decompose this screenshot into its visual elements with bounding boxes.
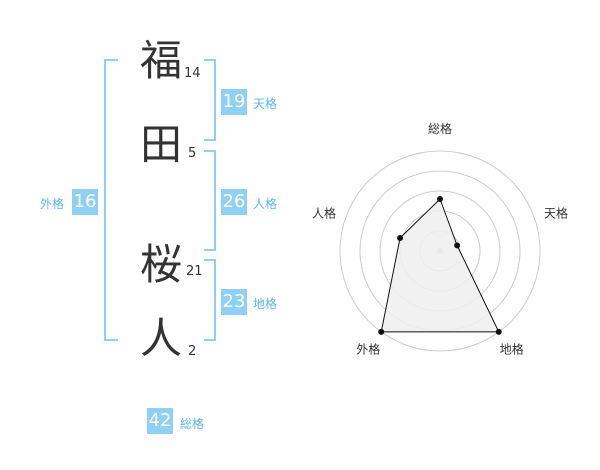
name-char-3: 桜 bbox=[140, 240, 183, 289]
radar-series-polygon bbox=[380, 198, 500, 333]
radar-point-1 bbox=[437, 196, 443, 202]
radar-axis-label-1: 総格 bbox=[428, 121, 452, 136]
stroke-count-4: 2 bbox=[188, 344, 197, 359]
stroke-count-2: 5 bbox=[188, 146, 197, 161]
name-char-2: 田 bbox=[140, 120, 183, 169]
name-char-1: 福 bbox=[140, 36, 183, 85]
stroke-count-3: 21 bbox=[186, 264, 203, 279]
gaikaku-label: 外格 bbox=[40, 197, 65, 211]
jinkaku-label: 人格 bbox=[253, 197, 278, 211]
tenkaku-label: 天格 bbox=[253, 97, 278, 111]
radar-point-5 bbox=[397, 235, 404, 242]
soukaku-label: 総格 bbox=[180, 417, 205, 431]
soukaku-value: 42 bbox=[147, 408, 173, 434]
stroke-count-1: 14 bbox=[184, 66, 201, 81]
radar-point-4 bbox=[378, 328, 385, 335]
name-char-4: 人 bbox=[140, 314, 183, 363]
radar-axis-label-3: 地格 bbox=[500, 342, 524, 357]
radar-ring bbox=[339, 150, 541, 352]
tenkaku-bracket bbox=[204, 59, 216, 141]
chikaku-value: 23 bbox=[221, 289, 247, 315]
radar-axis-label-4: 外格 bbox=[356, 342, 380, 357]
jinkaku-bracket bbox=[204, 150, 216, 251]
radar-point-3 bbox=[495, 328, 502, 335]
radar-point-2 bbox=[454, 242, 461, 249]
chikaku-label: 地格 bbox=[253, 297, 278, 311]
gaikaku-bracket bbox=[104, 59, 118, 341]
jinkaku-value: 26 bbox=[221, 189, 247, 215]
radar-axis-label-2: 天格 bbox=[544, 205, 568, 220]
tenkaku-value: 19 bbox=[221, 89, 247, 115]
radar-axis-label-5: 人格 bbox=[312, 205, 336, 220]
gaikaku-value: 16 bbox=[72, 189, 98, 215]
chikaku-bracket bbox=[204, 259, 216, 341]
